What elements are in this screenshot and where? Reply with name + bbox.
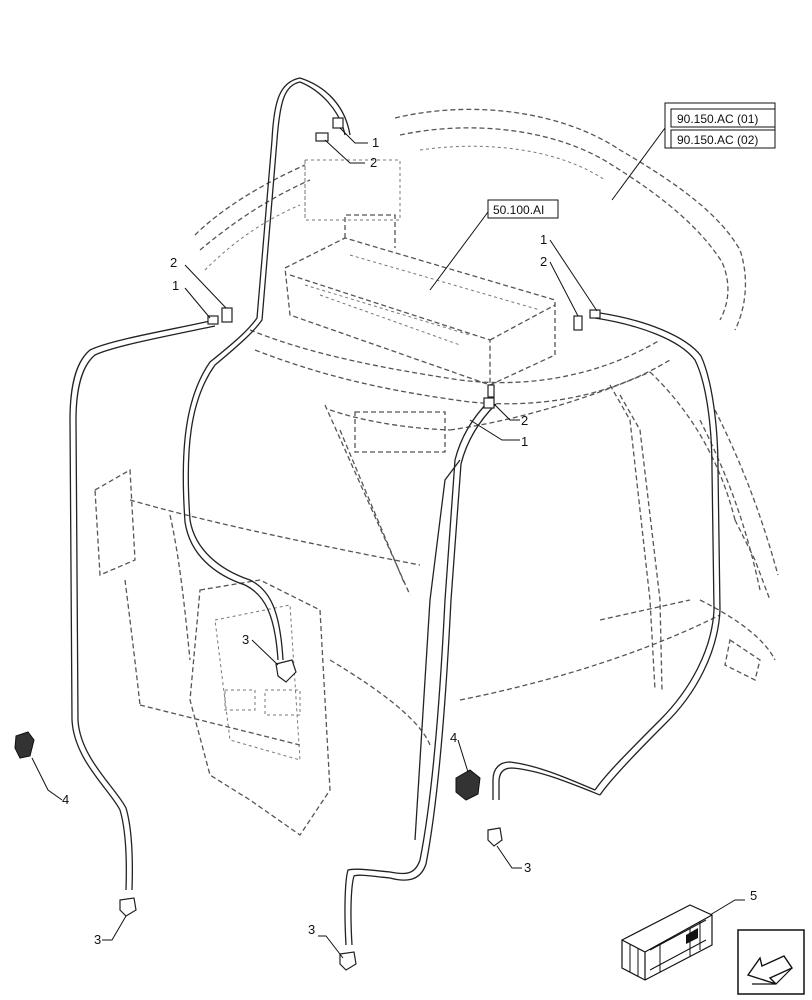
callout-3-right: 3 [524, 860, 531, 875]
washer-clip-right [487, 827, 503, 847]
nozzle-left [207, 307, 233, 325]
cab-outline [94, 108, 779, 836]
callout-3-center: 3 [242, 632, 249, 647]
cab-reference-2-box [670, 129, 776, 149]
cab-reference-1: 90.150.AC (01) [677, 112, 758, 126]
callout-2-mid: 2 [521, 413, 528, 428]
reference-labels: 90.150.AC (01) 90.150.AC (02) 50.100.AI [429, 102, 776, 291]
nozzle-right [573, 309, 601, 331]
callout-1-right: 1 [540, 232, 547, 247]
callout-2-top: 2 [370, 155, 377, 170]
callout-4-mid: 4 [450, 730, 457, 745]
callout-5-kit: 5 [750, 888, 757, 903]
callouts: 1 2 2 1 1 2 2 1 3 4 4 3 3 3 5 [31, 127, 757, 959]
arrow-nav-icon [737, 929, 805, 995]
cab-reference-2: 90.150.AC (02) [677, 133, 758, 147]
wooden-crate-icon [621, 904, 713, 981]
washer-nozzle-left [14, 731, 35, 759]
callout-2-right: 2 [540, 254, 547, 269]
callout-1-left: 1 [172, 278, 179, 293]
callout-1-top: 1 [372, 135, 379, 150]
callout-1-mid: 1 [521, 434, 528, 449]
callout-2-left: 2 [170, 255, 177, 270]
hvac-reference-box [487, 199, 559, 219]
callout-4-left: 4 [62, 792, 69, 807]
nozzle-mid [483, 384, 495, 409]
washer-clip-bottom-left [119, 897, 137, 917]
washer-hoses [69, 77, 721, 946]
callout-3-bottom-left: 3 [94, 932, 101, 947]
cab-reference-1-box [670, 108, 776, 128]
callout-3-bottom-mid: 3 [308, 922, 315, 937]
washer-clip-center [275, 659, 297, 683]
washer-nozzle-mid [455, 769, 481, 801]
hvac-reference: 50.100.AI [493, 203, 544, 217]
washer-clip-bottom-mid [339, 951, 357, 971]
nozzles [14, 117, 601, 971]
nozzle-top [315, 117, 344, 142]
